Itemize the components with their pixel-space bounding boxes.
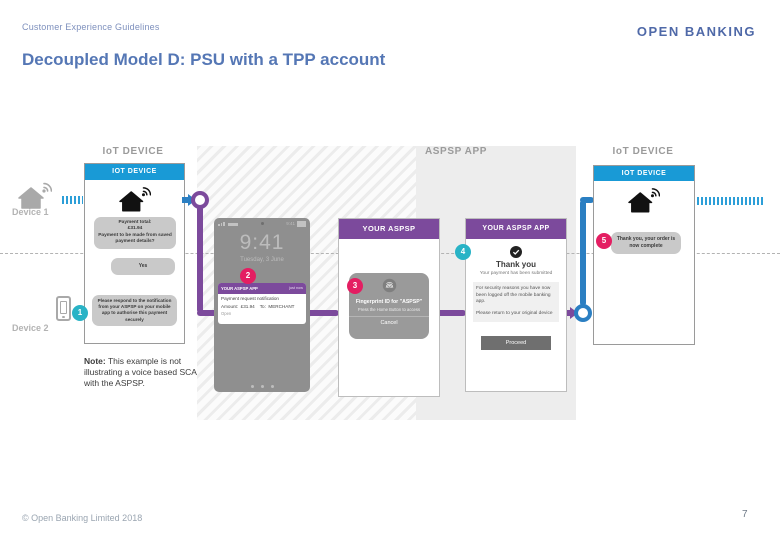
open-banking-logo: OPEN BANKING	[636, 24, 756, 39]
aspsp-card-header: YOUR ASPSP	[339, 219, 439, 239]
phone-nav-dots-icon	[214, 385, 310, 388]
note-label: Note:	[84, 356, 106, 366]
arrow-shaft	[182, 197, 189, 203]
smartphone-lockscreen: 9:41 9:41 Tuesday, 3 June YOUR ASPSP APP…	[214, 218, 310, 392]
thankyou-subtitle: Your payment has been submitted	[479, 271, 553, 276]
fingerprint-modal: Fingerprint ID for "ASPSP" Press the Hom…	[349, 273, 429, 339]
iot-device-card-left: IOT DEVICE Payment total: £31.94 Payment…	[84, 163, 185, 344]
notification-amount: Amount: £31.94 To: MERCHANT	[221, 303, 295, 309]
payment-total-bubble: Payment total: £31.94 Payment to be made…	[94, 217, 176, 249]
purple-ring-connector	[191, 191, 209, 209]
device2-label: Device 2	[12, 323, 49, 333]
device1-home-wifi-icon	[18, 182, 52, 209]
iot-device-card-right: IOT DEVICE Thank you, your order is now …	[593, 165, 695, 345]
home-wifi-icon	[628, 188, 660, 213]
camera-dot-icon	[260, 222, 264, 225]
order-complete-bubble: Thank you, your order is now complete	[611, 232, 681, 254]
notification-app-name: YOUR ASPSP APP	[221, 286, 258, 291]
lockscreen-time: 9:41	[239, 231, 285, 254]
column-label-iot-left: IoT DEVICE	[102, 146, 164, 157]
step-badge-3: 3	[347, 278, 363, 294]
iot-card-right-header: IOT DEVICE	[594, 166, 694, 181]
copyright-text: © Open Banking Limited 2018	[22, 513, 143, 523]
note-body: This example is not illustrating a voice…	[84, 356, 197, 389]
wireless-signal-line-right	[697, 197, 765, 205]
notification-title: Payment request notification	[221, 296, 279, 301]
signal-bars-icon	[218, 222, 238, 226]
yes-button[interactable]: Yes	[111, 258, 175, 275]
device2-phone-icon	[56, 296, 71, 321]
thankyou-title: Thank you	[495, 260, 536, 269]
step-badge-5: 5	[596, 233, 612, 249]
wireless-signal-line-left	[62, 196, 83, 204]
step-badge-2: 2	[240, 268, 256, 284]
notification-open-link[interactable]: Open	[221, 311, 232, 316]
step-badge-4: 4	[455, 244, 471, 260]
fingerprint-subtitle: Press the Home Button to access	[357, 306, 421, 312]
home-wifi-icon	[118, 187, 151, 212]
note-text: Note: This example is not illustrating a…	[84, 356, 198, 389]
blue-connector-horizontal	[580, 197, 594, 203]
page-number: 7	[742, 509, 748, 520]
notification-header: YOUR ASPSP APP just now	[218, 283, 306, 294]
purple-connector-horizontal-2	[437, 310, 466, 316]
logout-info-1: For security reasons you have now been l…	[476, 286, 551, 305]
column-label-aspsp-app: ASPSP APP	[424, 146, 488, 157]
aspsp-thankyou-card: YOUR ASPSP APP Thank you Your payment ha…	[465, 218, 567, 392]
blue-connector-vertical	[580, 200, 586, 306]
column-label-iot-right: IoT DEVICE	[612, 146, 674, 157]
logout-info-2: Please return to your original device	[476, 311, 553, 317]
breadcrumb: Customer Experience Guidelines	[22, 22, 160, 32]
lockscreen-date: Tuesday, 3 June	[240, 257, 284, 263]
purple-arrow-shaft	[564, 310, 571, 316]
logout-info-box: For security reasons you have now been l…	[473, 282, 559, 322]
blue-ring-connector	[574, 304, 592, 322]
status-right-cluster: 9:41	[286, 221, 306, 227]
device1-label: Device 1	[12, 207, 49, 217]
page-title: Decoupled Model D: PSU with a TPP accoun…	[22, 50, 386, 69]
fingerprint-title: Fingerprint ID for "ASPSP"	[355, 299, 423, 305]
respond-instruction-bubble: Please respond to the notification from …	[92, 295, 177, 326]
proceed-button[interactable]: Proceed	[481, 336, 551, 350]
push-notification[interactable]: YOUR ASPSP APP just now Payment request …	[218, 283, 306, 324]
battery-icon	[297, 221, 306, 227]
status-time: 9:41	[286, 221, 295, 227]
step-badge-1: 1	[72, 305, 88, 321]
purple-connector-vertical	[197, 206, 203, 313]
check-icon	[510, 246, 522, 258]
thankyou-card-header: YOUR ASPSP APP	[466, 219, 566, 239]
notification-timestamp: just now	[289, 286, 303, 290]
fingerprint-icon	[382, 278, 396, 293]
aspsp-fingerprint-card: YOUR ASPSP Fingerprint ID for "ASPSP" Pr…	[338, 218, 440, 397]
cancel-button[interactable]: Cancel	[380, 319, 398, 326]
iot-card-left-header: IOT DEVICE	[85, 164, 184, 180]
